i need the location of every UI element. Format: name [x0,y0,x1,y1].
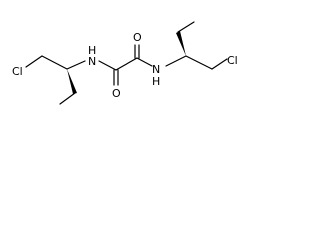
bond-c-n-right [136,57,153,67]
bond-ch2-ch-left [41,55,68,70]
bond-ch-n-left [66,60,86,70]
amide-n-left-label: N [88,55,96,68]
amide-n-right-label: N [152,63,160,76]
carbonyl-o-lower-label: O [112,87,121,100]
bond-n-ch-right [165,55,187,67]
bond-ethyl-left [59,92,76,105]
wedge-bond-right [176,31,186,56]
chlorine-right-label: Cl [227,54,238,67]
chlorine-left-label: Cl [12,65,23,78]
bond-cl-ch2-left [25,55,43,68]
chemical-structure: Cl H N O O N H Cl [12,21,238,105]
structure-canvas: Cl H N O O N H Cl [0,0,254,129]
bond-c-c-core [115,57,138,71]
bond-n-c-left [98,60,117,71]
carbonyl-o-upper-label: O [133,31,142,44]
wedge-bond-left [67,69,77,94]
bond-ch2-cl-right [211,58,228,70]
bond-ethyl-right [177,21,195,33]
amide-h-right-label: H [152,75,160,88]
bond-ch-ch2-right [185,55,213,70]
amide-h-left-label: H [88,44,96,57]
